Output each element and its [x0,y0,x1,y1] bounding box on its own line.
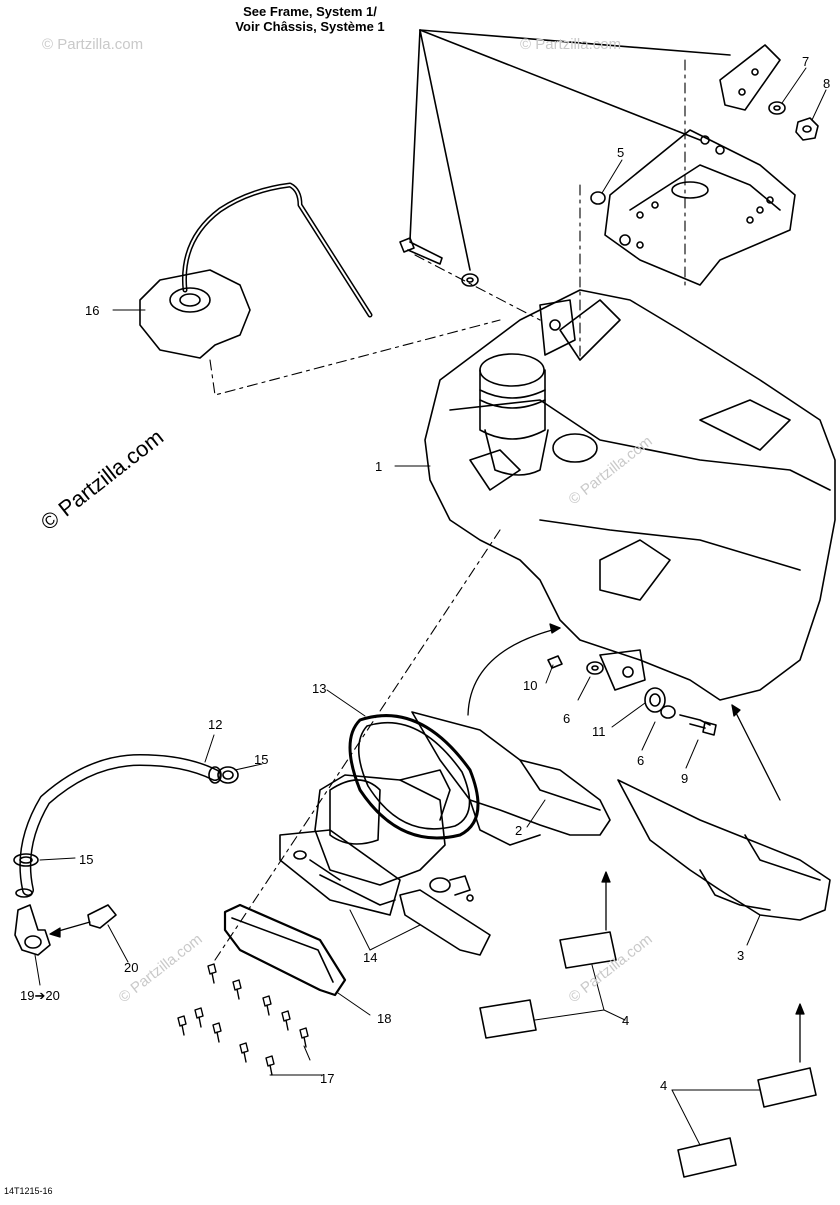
watermark-top-left: © Partzilla.com [42,36,144,53]
diagram-code: 14T1215-16 [4,1186,53,1196]
callout-13: 13 [312,681,326,696]
callout-2: 2 [515,823,522,838]
vent-hose-cap [139,182,373,359]
callout-labels: 1 2 3 4 4 5 6 6 7 8 9 10 11 12 13 14 15 … [20,54,830,1093]
see-frame-reference: See Frame, System 1/ Voir Châssis, Systè… [200,4,420,34]
screws [177,963,309,1076]
reference-line-2: Voir Châssis, Système 1 [235,19,385,34]
dash-assembly-lines [209,59,686,961]
watermark-top-right: © Partzilla.com [520,36,622,53]
callout-11: 11 [592,724,606,739]
callout-1: 1 [375,459,382,474]
callout-16: 16 [85,303,99,318]
callout-7: 7 [802,54,809,69]
callout-12: 12 [208,717,222,732]
callout-8: 8 [823,76,830,91]
callout-4a: 4 [622,1013,629,1028]
fuel-line [15,754,222,898]
callout-15a: 15 [254,752,268,767]
mounting-bracket [604,44,796,286]
callout-9: 9 [681,771,688,786]
assembly-arrows [49,623,805,1063]
heat-shield-right [617,779,831,921]
adhesive-pads [479,931,817,1178]
quick-connector [14,904,117,956]
callout-14: 14 [363,950,377,965]
tank-fasteners [547,655,717,736]
fuel-tank [424,289,836,701]
heat-shield-left [411,711,611,846]
washer-and-nut [590,101,819,205]
callout-3: 3 [737,948,744,963]
callout-19-20: 19➔20 [20,988,60,1003]
callout-leaders [34,67,827,1146]
hose-clamp [13,766,239,867]
callout-5: 5 [617,145,624,160]
bolt-and-washer [399,237,479,287]
callout-6a: 6 [563,711,570,726]
fuel-pump-module [279,769,491,956]
callout-17: 17 [320,1071,334,1086]
reference-line-1: See Frame, System 1/ [243,4,377,19]
callout-6b: 6 [637,753,644,768]
callout-15b: 15 [79,852,93,867]
callout-18: 18 [377,1011,391,1026]
callout-20: 20 [124,960,138,975]
callout-4b: 4 [660,1078,667,1093]
reference-leader-lines [409,29,731,271]
mounting-plate [223,903,347,997]
callout-10: 10 [523,678,537,693]
